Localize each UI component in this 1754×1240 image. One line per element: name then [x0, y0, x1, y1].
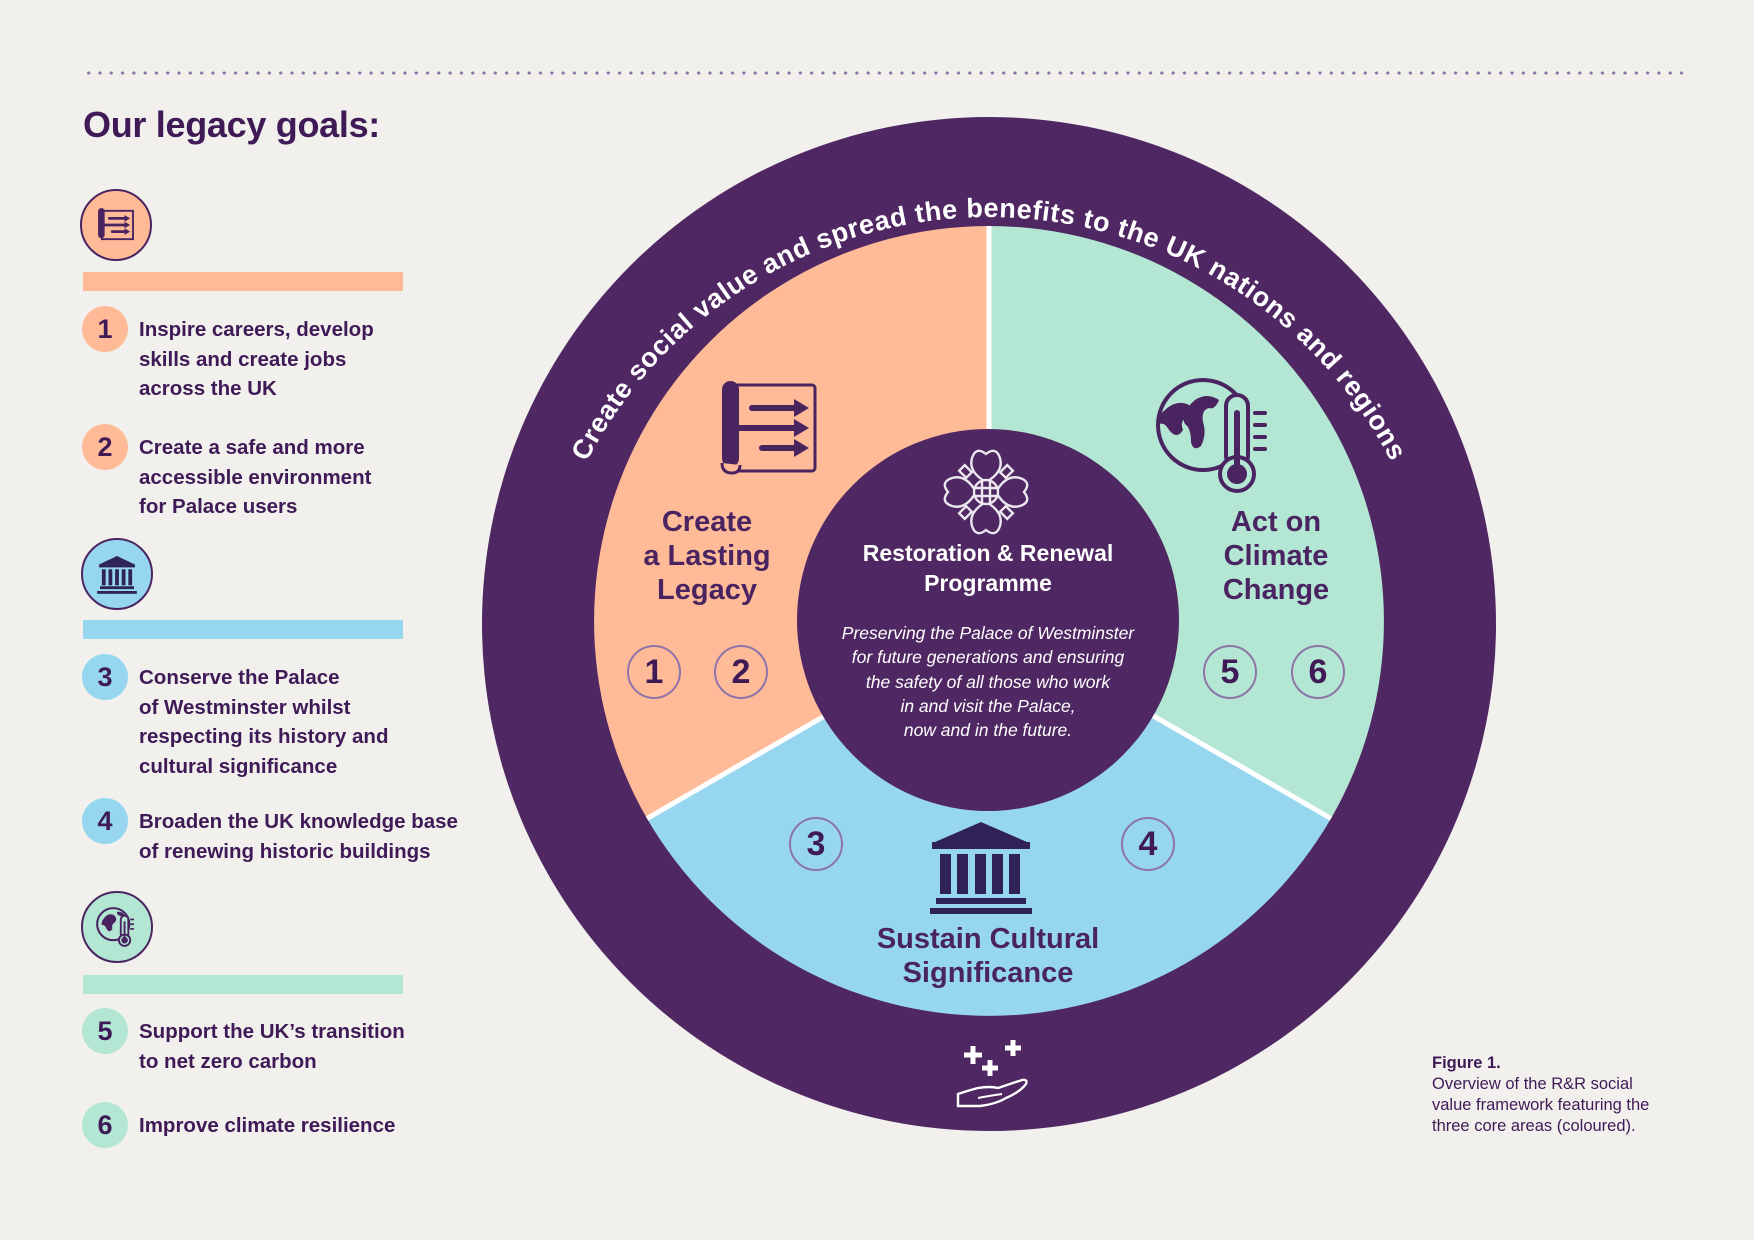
goal-number-badge: 4 — [82, 798, 128, 844]
goal-text: Broaden the UK knowledge base of renewin… — [139, 810, 458, 863]
figure-caption: Figure 1. Overview of the R&R social val… — [1432, 1053, 1692, 1137]
globe-thermometer-icon — [81, 891, 153, 963]
goal-number-badge: 1 — [82, 306, 128, 352]
segment-goal-number-2: 2 — [714, 645, 768, 699]
segment-goal-number-5: 5 — [1203, 645, 1257, 699]
goal-text: Support the UK’s transition to net zero … — [139, 1020, 405, 1073]
legacy-color-bar — [83, 272, 403, 291]
center-circle — [797, 429, 1179, 811]
hand-with-plus-signs-icon — [956, 1040, 1028, 1108]
scroll-arrows-icon — [80, 189, 152, 261]
segment-title-legacy: Create a Lasting Legacy — [643, 506, 771, 606]
culture-color-bar — [83, 620, 403, 639]
classical-building-icon — [81, 538, 153, 610]
segment-goal-number-3: 3 — [789, 817, 843, 871]
programme-title: Restoration & Renewal Programme — [862, 540, 1114, 596]
goal-number-badge: 6 — [82, 1102, 128, 1148]
segment-title-culture: Sustain Cultural Significance — [876, 923, 1100, 989]
segment-goal-number-4: 4 — [1121, 817, 1175, 871]
tudor-rose-portcullis-icon — [943, 449, 1029, 535]
segment-culture — [647, 621, 1331, 1016]
caption-body: Overview of the R&R social value framewo… — [1432, 1075, 1650, 1135]
segment-title-climate: Act on Climate Change — [1222, 506, 1330, 606]
goal-text: Inspire careers, develop skills and crea… — [139, 318, 374, 400]
climate-color-bar — [83, 975, 403, 994]
globe-thermometer-icon — [1156, 378, 1267, 493]
goal-number-badge: 2 — [82, 424, 128, 470]
caption-title: Figure 1. — [1432, 1054, 1501, 1072]
goal-number-badge: 5 — [82, 1008, 128, 1054]
dotted-divider — [83, 71, 1685, 75]
classical-building-icon — [930, 822, 1032, 914]
goal-text: Improve climate resilience — [139, 1114, 396, 1137]
segment-goal-number-6: 6 — [1291, 645, 1345, 699]
goal-number-badge: 3 — [82, 654, 128, 700]
segment-goal-number-1: 1 — [627, 645, 681, 699]
programme-description: Preserving the Palace of Westminster for… — [841, 623, 1135, 741]
page-title: Our legacy goals: — [83, 104, 380, 145]
goal-text: Create a safe and more accessible enviro… — [139, 436, 372, 518]
scroll-arrows-icon — [720, 381, 817, 475]
goal-text: Conserve the Palace of Westminster whils… — [139, 666, 389, 778]
